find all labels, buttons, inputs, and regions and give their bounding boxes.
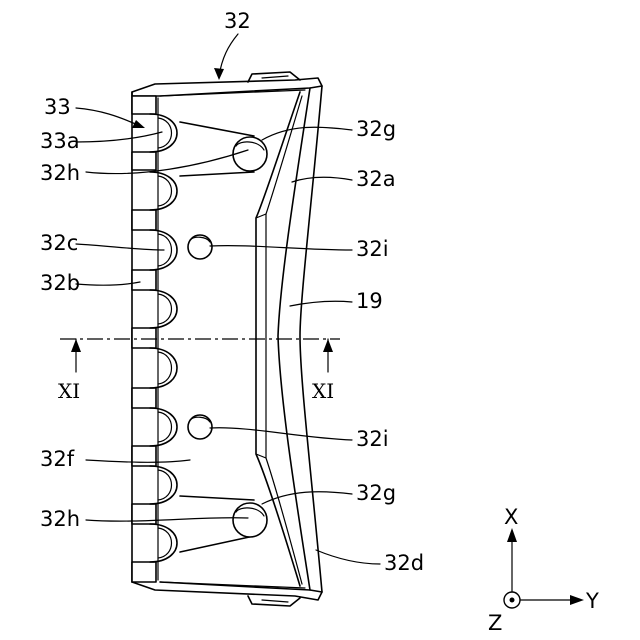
- label-32b: 32b: [40, 271, 80, 295]
- axis-label-x: X: [504, 505, 518, 529]
- pins-32i: [188, 235, 212, 439]
- part-labels: 32 33 33a 32h 32c 32b 32f 32h 32g 32a 32…: [40, 9, 424, 575]
- label-33a: 33a: [40, 129, 80, 153]
- label-32i-top: 32i: [356, 237, 389, 261]
- coordinate-axes: X Y Z: [488, 505, 599, 635]
- boss-top: [180, 122, 267, 176]
- axis-label-z: Z: [488, 611, 502, 635]
- label-section-right: XI: [312, 379, 334, 403]
- label-32g-top: 32g: [356, 117, 396, 141]
- label-32h-top: 32h: [40, 161, 80, 185]
- label-32a: 32a: [356, 167, 396, 191]
- label-32g-bottom: 32g: [356, 481, 396, 505]
- section-line-xi: [60, 339, 340, 372]
- label-33: 33: [44, 95, 71, 119]
- label-32f: 32f: [40, 447, 75, 471]
- label-32h-bottom: 32h: [40, 507, 80, 531]
- leader-lines: [76, 34, 380, 564]
- label-32: 32: [224, 9, 251, 33]
- label-section-left: XI: [58, 379, 80, 403]
- x-axis-arrow-icon: [507, 528, 517, 542]
- label-32d: 32d: [384, 551, 424, 575]
- boss-bottom: [180, 496, 267, 552]
- y-axis-arrow-icon: [570, 595, 584, 605]
- axis-label-y: Y: [585, 589, 599, 613]
- label-32i-bottom: 32i: [356, 427, 389, 451]
- label-19: 19: [356, 289, 383, 313]
- label-32c: 32c: [40, 231, 78, 255]
